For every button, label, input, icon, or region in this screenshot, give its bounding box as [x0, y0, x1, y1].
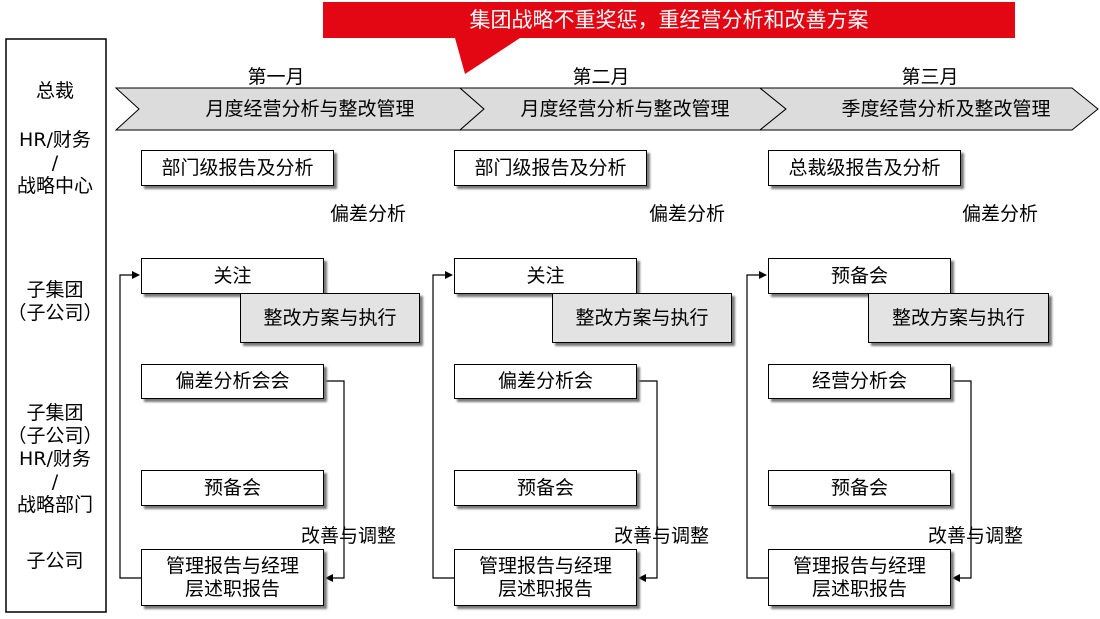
rectify-box-3: 整改方案与执行	[868, 293, 1049, 343]
banner-title: 集团战略不重奖惩，重经营分析和改善方案	[469, 8, 869, 32]
focus-box-3: 预备会	[768, 258, 951, 294]
connector-down-2	[636, 380, 658, 582]
sidebar-row-subgroup: 子集团 （子公司）	[7, 279, 103, 324]
mgmt-report-box-3: 管理报告与经理 层述职报告	[768, 549, 951, 606]
focus-box-2: 关注	[454, 258, 637, 294]
process-label-2: 月度经营分析与整改管理	[520, 98, 730, 120]
mgmt-report-box-1: 管理报告与经理 层述职报告	[141, 549, 324, 606]
meeting-box-2: 偏差分析会	[454, 364, 637, 399]
sidebar-frame	[5, 38, 107, 613]
month-label-3: 第三月	[901, 66, 959, 88]
meeting-box-3: 经营分析会	[768, 364, 951, 399]
sidebar-row-president: 总裁	[35, 80, 74, 102]
prep-box-1: 预备会	[141, 470, 324, 506]
prep-box-2: 预备会	[454, 470, 637, 506]
connector-loop-3	[746, 271, 768, 579]
month-label-2: 第二月	[572, 66, 630, 88]
improve-label-3: 改善与调整	[928, 525, 1024, 547]
deviation-label-3: 偏差分析	[962, 203, 1039, 225]
process-label-1: 月度经营分析与整改管理	[205, 98, 415, 120]
month-label-1: 第一月	[247, 66, 305, 88]
prep-box-3: 预备会	[768, 470, 951, 506]
connector-loop-2	[432, 271, 454, 579]
improve-label-1: 改善与调整	[301, 525, 397, 547]
chevron-month-3	[758, 87, 1099, 131]
focus-box-1: 关注	[141, 258, 324, 294]
banner-shape	[323, 2, 1015, 74]
connector-down-3	[950, 380, 972, 582]
connector-down-1	[323, 380, 345, 582]
rectify-box-2: 整改方案与执行	[552, 293, 732, 343]
improve-label-2: 改善与调整	[614, 525, 710, 547]
deviation-label-1: 偏差分析	[330, 203, 407, 225]
report-box-1: 部门级报告及分析	[141, 150, 334, 186]
report-box-3: 总裁级报告及分析	[768, 150, 961, 186]
process-label-3: 季度经营分析及整改管理	[841, 98, 1051, 120]
connector-loop-1	[119, 271, 141, 579]
meeting-box-1: 偏差分析会会	[141, 364, 324, 399]
sidebar-row-subsidiary: 子公司	[26, 550, 84, 572]
deviation-label-2: 偏差分析	[649, 203, 726, 225]
mgmt-report-box-2: 管理报告与经理 层述职报告	[454, 549, 637, 606]
sidebar-row-subgroup-hr: 子集团 （子公司） HR/财务 / 战略部门	[7, 402, 103, 516]
sidebar-row-hr-finance-strategy: HR/财务 / 战略中心	[16, 129, 93, 197]
rectify-box-1: 整改方案与执行	[240, 293, 420, 343]
report-box-2: 部门级报告及分析	[454, 150, 647, 186]
